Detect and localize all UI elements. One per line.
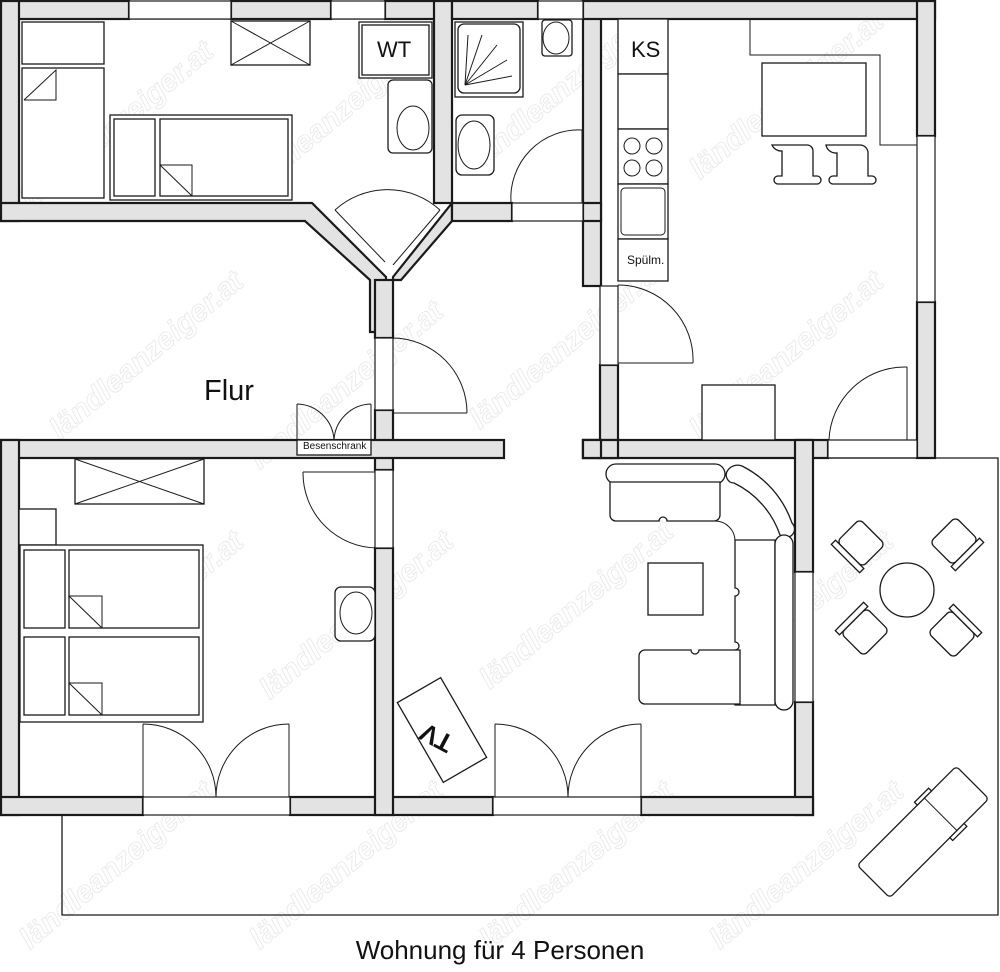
door-small-bedroom[interactable] <box>334 189 441 266</box>
kitchen-furniture <box>617 18 917 441</box>
bathroom-furniture <box>454 19 573 176</box>
door-hallway[interactable] <box>392 337 468 414</box>
hallway-label: Flur <box>204 375 254 407</box>
broom-closet-label: Besenschrank <box>303 441 367 452</box>
double-bedroom-furniture <box>18 458 376 723</box>
door-bathroom[interactable] <box>510 129 583 204</box>
small-bedroom-furniture <box>21 20 433 201</box>
door-kitchen-terrace[interactable] <box>828 366 908 441</box>
broom-closet[interactable] <box>296 403 372 456</box>
windows <box>128 0 936 816</box>
living-room-furniture <box>396 463 796 784</box>
door-double-bedroom-terrace[interactable] <box>142 723 290 798</box>
door-kitchen[interactable] <box>617 284 694 364</box>
plan-caption: Wohnung für 4 Personen <box>355 935 645 965</box>
terrace-furniture <box>830 518 988 897</box>
fridge-label: KS <box>631 37 661 62</box>
terrace-outline <box>61 457 999 916</box>
dishwasher-label: Spülm. <box>627 253 665 267</box>
washbasin-label: WT <box>377 37 412 62</box>
door-living-room-terrace[interactable] <box>494 723 642 798</box>
svg-text:ländleanzeiger.at: ländleanzeiger.at <box>43 263 251 445</box>
door-double-bedroom[interactable] <box>302 471 379 549</box>
